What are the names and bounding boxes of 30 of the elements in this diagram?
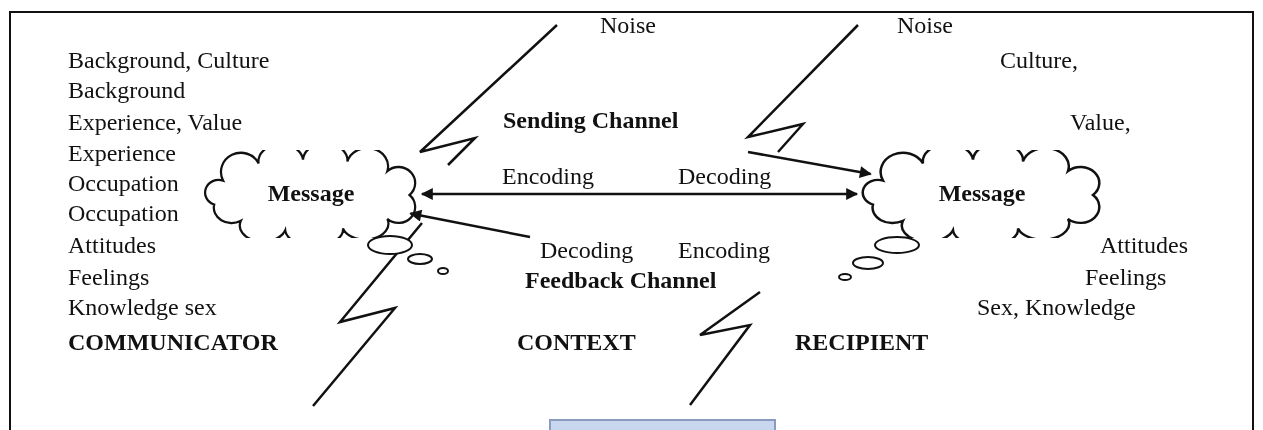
attribute-label: Attitudes bbox=[68, 232, 156, 258]
role-label: COMMUNICATOR bbox=[68, 329, 278, 355]
attribute-label: Value, bbox=[1070, 109, 1131, 135]
cloud-label: Message bbox=[937, 179, 1027, 206]
attribute-label: Sex, Knowledge bbox=[977, 294, 1136, 320]
attribute-label: Feelings bbox=[1085, 264, 1167, 290]
attribute-label: Occupation bbox=[68, 200, 179, 226]
cloud-label: Message bbox=[266, 179, 356, 206]
attribute-label: Knowledge sex bbox=[68, 294, 217, 320]
arrow bbox=[409, 209, 531, 239]
role-label: RECIPIENT bbox=[795, 329, 929, 355]
attribute-label: Background bbox=[68, 77, 186, 103]
attribute-label: Background, Culture bbox=[68, 47, 270, 73]
arrow bbox=[420, 188, 859, 200]
noise-label: Noise bbox=[600, 12, 656, 38]
attribute-label: Occupation bbox=[68, 170, 179, 196]
role-label: CONTEXT bbox=[517, 329, 636, 355]
process-label: Decoding bbox=[540, 237, 634, 263]
attribute-label: Feelings bbox=[68, 264, 150, 290]
attribute-label: Experience, Value bbox=[68, 109, 243, 135]
noise-label: Noise bbox=[897, 12, 953, 38]
attribute-label: Culture, bbox=[1000, 47, 1078, 73]
channel-label: Feedback Channel bbox=[525, 267, 717, 293]
channel-label: Sending Channel bbox=[503, 107, 679, 133]
process-label: Encoding bbox=[502, 163, 594, 189]
attribute-label: Experience bbox=[68, 140, 176, 166]
process-label: Decoding bbox=[678, 163, 772, 189]
arrow bbox=[747, 150, 872, 178]
process-label: Encoding bbox=[678, 237, 770, 263]
attribute-label: Attitudes bbox=[1100, 232, 1188, 258]
